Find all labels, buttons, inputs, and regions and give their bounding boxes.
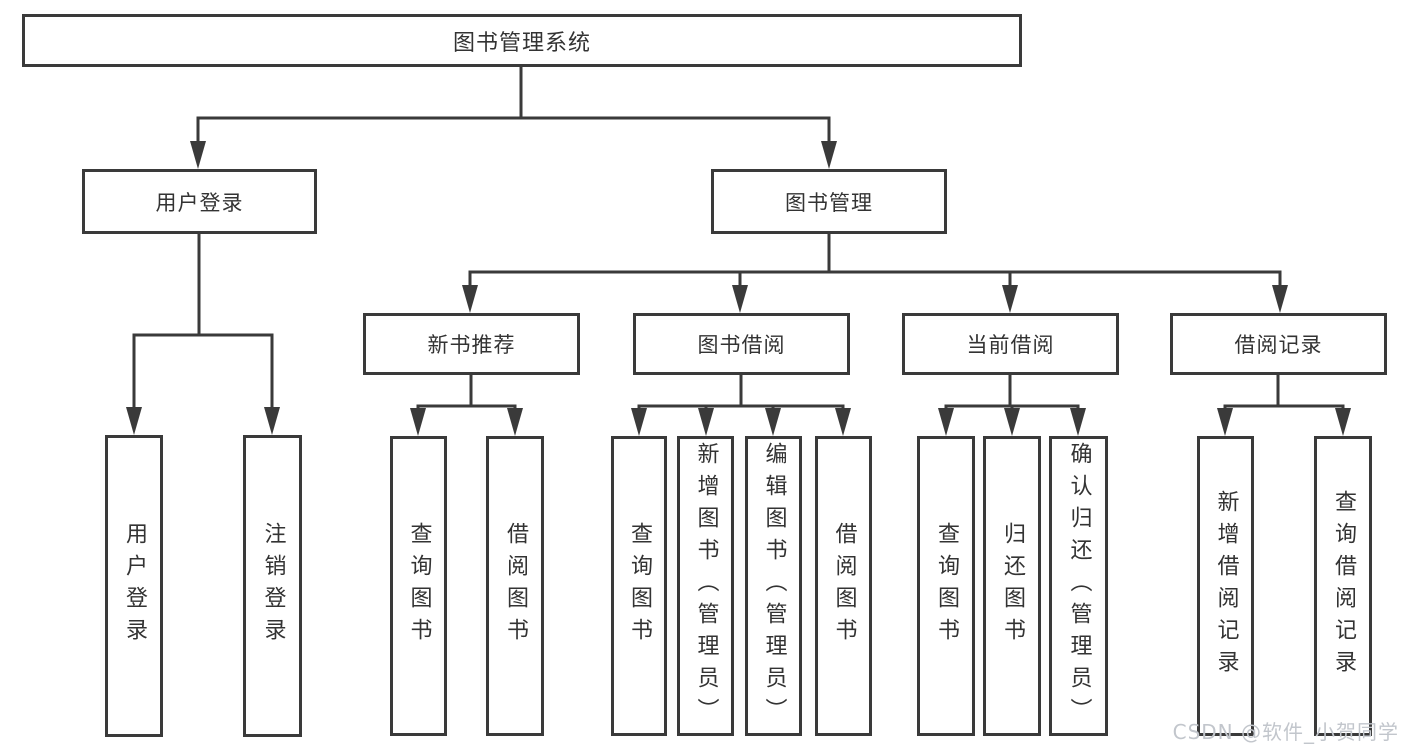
node-label-leaf-borrow-books-1: 借阅图书 — [503, 522, 528, 650]
arrow-down-icon — [938, 408, 954, 436]
node-book-management: 图书管理 — [711, 169, 947, 234]
arrow-down-icon — [410, 408, 426, 436]
node-label-leaf-add-books: 新增图书（管理员） — [693, 442, 719, 730]
arrow-down-icon — [1002, 285, 1018, 313]
node-label-leaf-logout: 注销登录 — [260, 522, 286, 650]
node-leaf-edit-books: 编辑图书（管理员） — [745, 436, 802, 736]
node-label-current-borrowing: 当前借阅 — [966, 333, 1055, 357]
node-label-borrowing-records: 借阅记录 — [1234, 333, 1323, 357]
arrow-down-icon — [732, 285, 748, 313]
node-leaf-confirm-return: 确认归还（管理员） — [1049, 436, 1108, 736]
node-label-leaf-add-borrow-record: 新增借阅记录 — [1213, 490, 1239, 682]
node-label-leaf-query-books-3: 查询图书 — [934, 522, 959, 650]
arrow-down-icon — [126, 407, 142, 435]
arrow-down-icon — [462, 285, 478, 313]
arrow-down-icon — [698, 408, 714, 436]
node-label-book-borrowing: 图书借阅 — [697, 333, 786, 357]
node-leaf-query-books-3: 查询图书 — [917, 436, 975, 736]
node-label-leaf-borrow-books-2: 借阅图书 — [831, 522, 857, 650]
arrow-down-icon — [1335, 408, 1351, 436]
node-leaf-query-borrow-record: 查询借阅记录 — [1314, 436, 1372, 736]
arrow-down-icon — [1070, 408, 1086, 436]
arrow-down-icon — [264, 407, 280, 435]
node-label-leaf-user-login: 用户登录 — [122, 522, 147, 650]
node-label-leaf-edit-books: 编辑图书（管理员） — [761, 442, 787, 730]
arrow-down-icon — [631, 408, 647, 436]
arrow-down-icon — [1217, 408, 1233, 436]
node-current-borrowing: 当前借阅 — [902, 313, 1119, 375]
node-label-user-login: 用户登录 — [155, 190, 244, 215]
node-label-leaf-return-books: 归还图书 — [1000, 522, 1025, 650]
node-root: 图书管理系统 — [22, 14, 1022, 67]
node-book-borrowing: 图书借阅 — [633, 313, 850, 375]
node-leaf-query-books-1: 查询图书 — [390, 436, 447, 736]
node-leaf-return-books: 归还图书 — [983, 436, 1041, 736]
node-leaf-add-books: 新增图书（管理员） — [677, 436, 734, 736]
arrow-down-icon — [835, 408, 851, 436]
watermark: CSDN @软件_小贺同学 — [1172, 720, 1399, 744]
node-label-root: 图书管理系统 — [452, 30, 591, 56]
node-leaf-borrow-books-2: 借阅图书 — [815, 436, 872, 736]
arrow-down-icon — [1272, 285, 1288, 313]
node-new-book-recommend: 新书推荐 — [363, 313, 580, 375]
node-label-leaf-query-books-2: 查询图书 — [627, 522, 652, 650]
arrow-down-icon — [765, 408, 781, 436]
arrow-down-icon — [507, 408, 523, 436]
node-borrowing-records: 借阅记录 — [1170, 313, 1387, 375]
arrow-down-icon — [190, 141, 206, 169]
node-leaf-query-books-2: 查询图书 — [611, 436, 667, 736]
arrow-down-icon — [821, 141, 837, 169]
node-leaf-user-login: 用户登录 — [105, 435, 163, 737]
node-leaf-logout: 注销登录 — [243, 435, 302, 737]
arrow-down-icon — [1004, 408, 1020, 436]
node-label-leaf-query-borrow-record: 查询借阅记录 — [1331, 490, 1356, 682]
node-label-leaf-confirm-return: 确认归还（管理员） — [1066, 442, 1092, 730]
node-leaf-borrow-books-1: 借阅图书 — [486, 436, 544, 736]
node-label-leaf-query-books-1: 查询图书 — [406, 522, 432, 650]
node-label-book-management: 图书管理 — [785, 190, 873, 215]
node-label-new-book-recommend: 新书推荐 — [427, 333, 516, 357]
node-user-login: 用户登录 — [82, 169, 317, 234]
node-leaf-add-borrow-record: 新增借阅记录 — [1197, 436, 1254, 736]
